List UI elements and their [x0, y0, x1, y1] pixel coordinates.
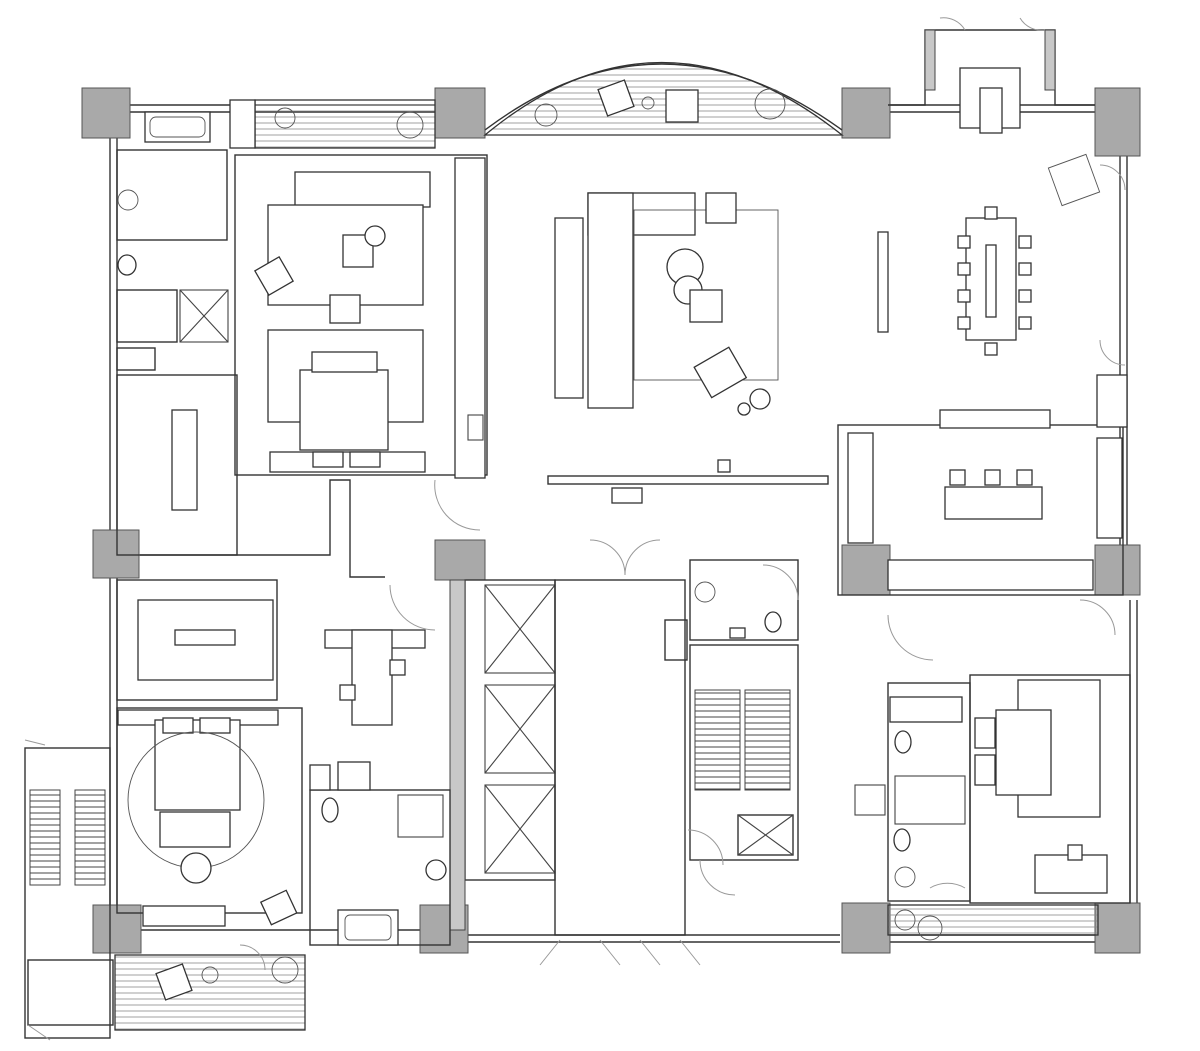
- stair-core: [664, 619, 799, 861]
- bay-top-right: [888, 29, 1095, 134]
- dining-room: [877, 153, 1101, 356]
- structural-columns: [81, 87, 1141, 954]
- master-bathroom: [116, 111, 229, 371]
- balcony-bottom-right: [887, 904, 1099, 941]
- study-center: [324, 629, 426, 726]
- column: [434, 539, 486, 581]
- master-bedroom: [234, 154, 488, 479]
- kitchen: [837, 374, 1128, 596]
- column: [434, 87, 486, 139]
- study-room-left: [116, 374, 385, 578]
- column: [92, 529, 140, 579]
- powder-room: [689, 559, 799, 641]
- column: [841, 544, 891, 596]
- living-room: [547, 192, 829, 504]
- bathroom-center: [309, 761, 451, 946]
- bedroom-right: [969, 674, 1131, 904]
- balcony-top-curved: [483, 62, 844, 136]
- column: [81, 87, 131, 139]
- column: [841, 902, 891, 954]
- closet-left: [116, 579, 278, 701]
- balcony-bottom-left: [114, 954, 306, 1031]
- ensuite-bath: [854, 682, 971, 902]
- column: [1094, 87, 1141, 157]
- door-swings: [24, 17, 1126, 1041]
- elevator-core: [449, 579, 686, 936]
- bedroom-left: [116, 707, 303, 927]
- stair-left: [24, 747, 114, 1039]
- column: [1094, 902, 1141, 954]
- balcony-top-left: [229, 99, 436, 149]
- column: [841, 87, 891, 139]
- column: [1094, 544, 1141, 596]
